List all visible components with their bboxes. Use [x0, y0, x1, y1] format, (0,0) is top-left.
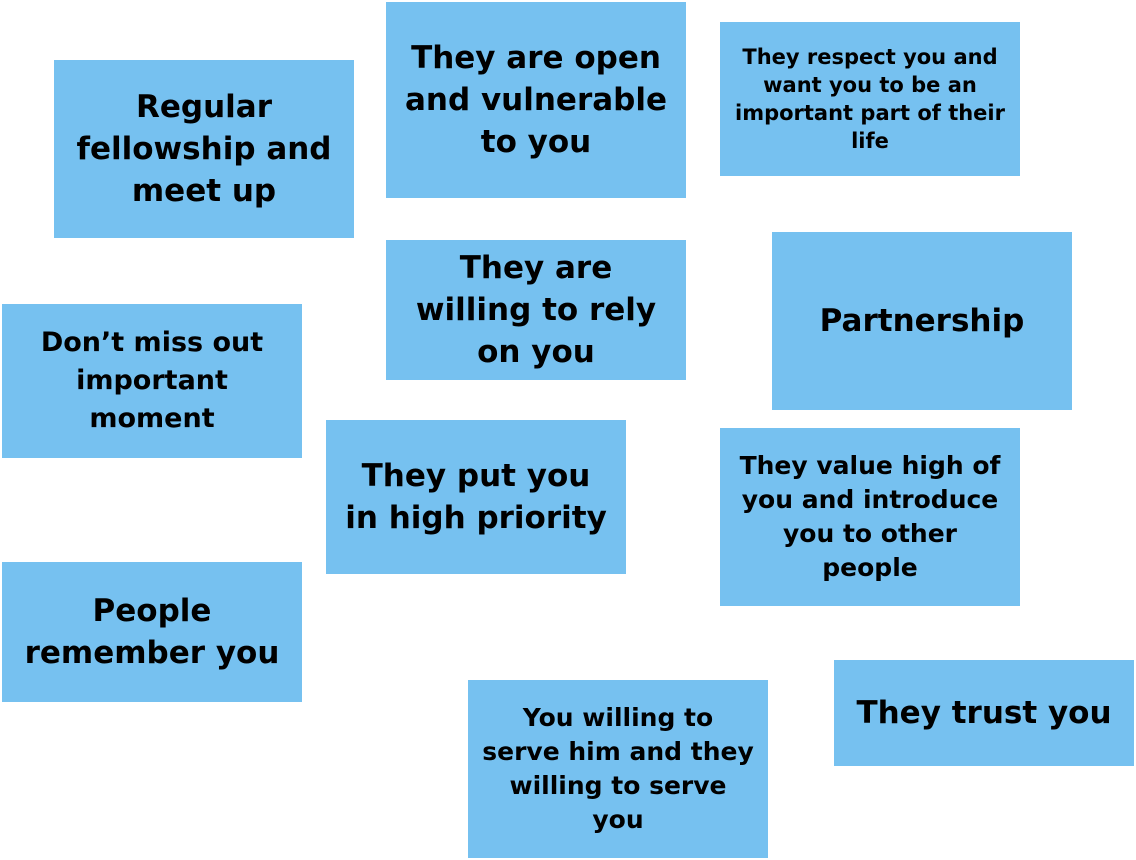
sticky-note-open-vulnerable[interactable]: They are open and vulnerable to you [386, 2, 686, 198]
note-text: They are willing to rely on you [415, 250, 657, 370]
note-text: They respect you and want you to be an i… [735, 45, 1005, 153]
sticky-note-high-priority[interactable]: They put you in high priority [326, 420, 626, 574]
sticky-note-remember-you[interactable]: People remember you [2, 562, 302, 702]
sticky-note-regular-fellowship[interactable]: Regular fellowship and meet up [54, 60, 354, 238]
note-text: They value high of you and introduce you… [739, 451, 1001, 582]
note-text: They put you in high priority [345, 458, 607, 536]
note-text: You willing to serve him and they willin… [482, 703, 754, 834]
sticky-note-value-introduce[interactable]: They value high of you and introduce you… [720, 428, 1020, 606]
note-text: Regular fellowship and meet up [76, 89, 332, 209]
sticky-note-important-moment[interactable]: Don’t miss out important moment [2, 304, 302, 458]
sticky-note-rely-on-you[interactable]: They are willing to rely on you [386, 240, 686, 380]
sticky-note-serve[interactable]: You willing to serve him and they willin… [468, 680, 768, 858]
note-text: People remember you [24, 593, 280, 671]
note-text: They are open and vulnerable to you [404, 40, 668, 160]
note-text: Partnership [819, 303, 1025, 339]
note-text: They trust you [856, 695, 1112, 731]
sticky-note-partnership[interactable]: Partnership [772, 232, 1072, 410]
sticky-note-trust-you[interactable]: They trust you [834, 660, 1134, 766]
note-text: Don’t miss out important moment [40, 327, 264, 434]
sticky-note-respect-you[interactable]: They respect you and want you to be an i… [720, 22, 1020, 176]
